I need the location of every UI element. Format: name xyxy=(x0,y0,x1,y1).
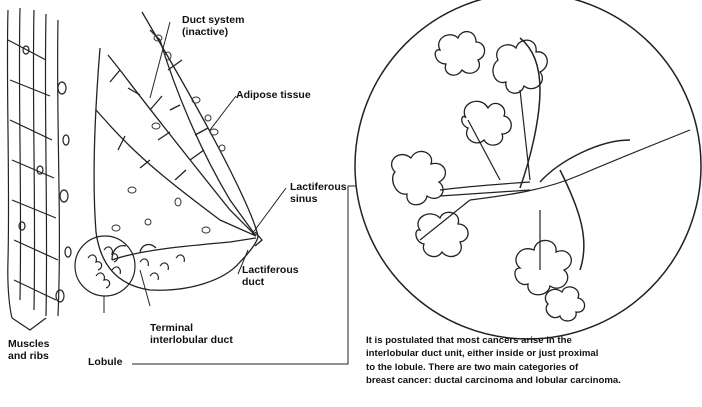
caption-line: It is postulated that most cancers arise… xyxy=(366,334,621,347)
label-duct-system: Duct system (inactive) xyxy=(182,14,244,38)
caption: It is postulated that most cancers arise… xyxy=(366,334,621,388)
label-lactiferous-duct: Lactiferous duct xyxy=(242,264,299,288)
caption-line: breast cancer: ductal carcinoma and lobu… xyxy=(366,374,621,387)
breast-illustration xyxy=(94,12,262,290)
label-lactiferous-sinus: Lactiferous sinus xyxy=(290,181,347,205)
caption-line: to the lobule. There are two main catego… xyxy=(366,361,621,374)
label-adipose-tissue: Adipose tissue xyxy=(236,89,311,101)
muscles-and-ribs-illustration xyxy=(7,8,71,330)
label-lobule: Lobule xyxy=(88,356,122,368)
label-muscles-and-ribs: Muscles and ribs xyxy=(8,338,49,362)
caption-line: interlobular duct unit, either inside or… xyxy=(366,347,621,360)
label-terminal-interlobular-duct: Terminal interlobular duct xyxy=(150,322,233,346)
magnified-acini xyxy=(392,32,585,321)
lobule-cluster xyxy=(75,236,184,296)
